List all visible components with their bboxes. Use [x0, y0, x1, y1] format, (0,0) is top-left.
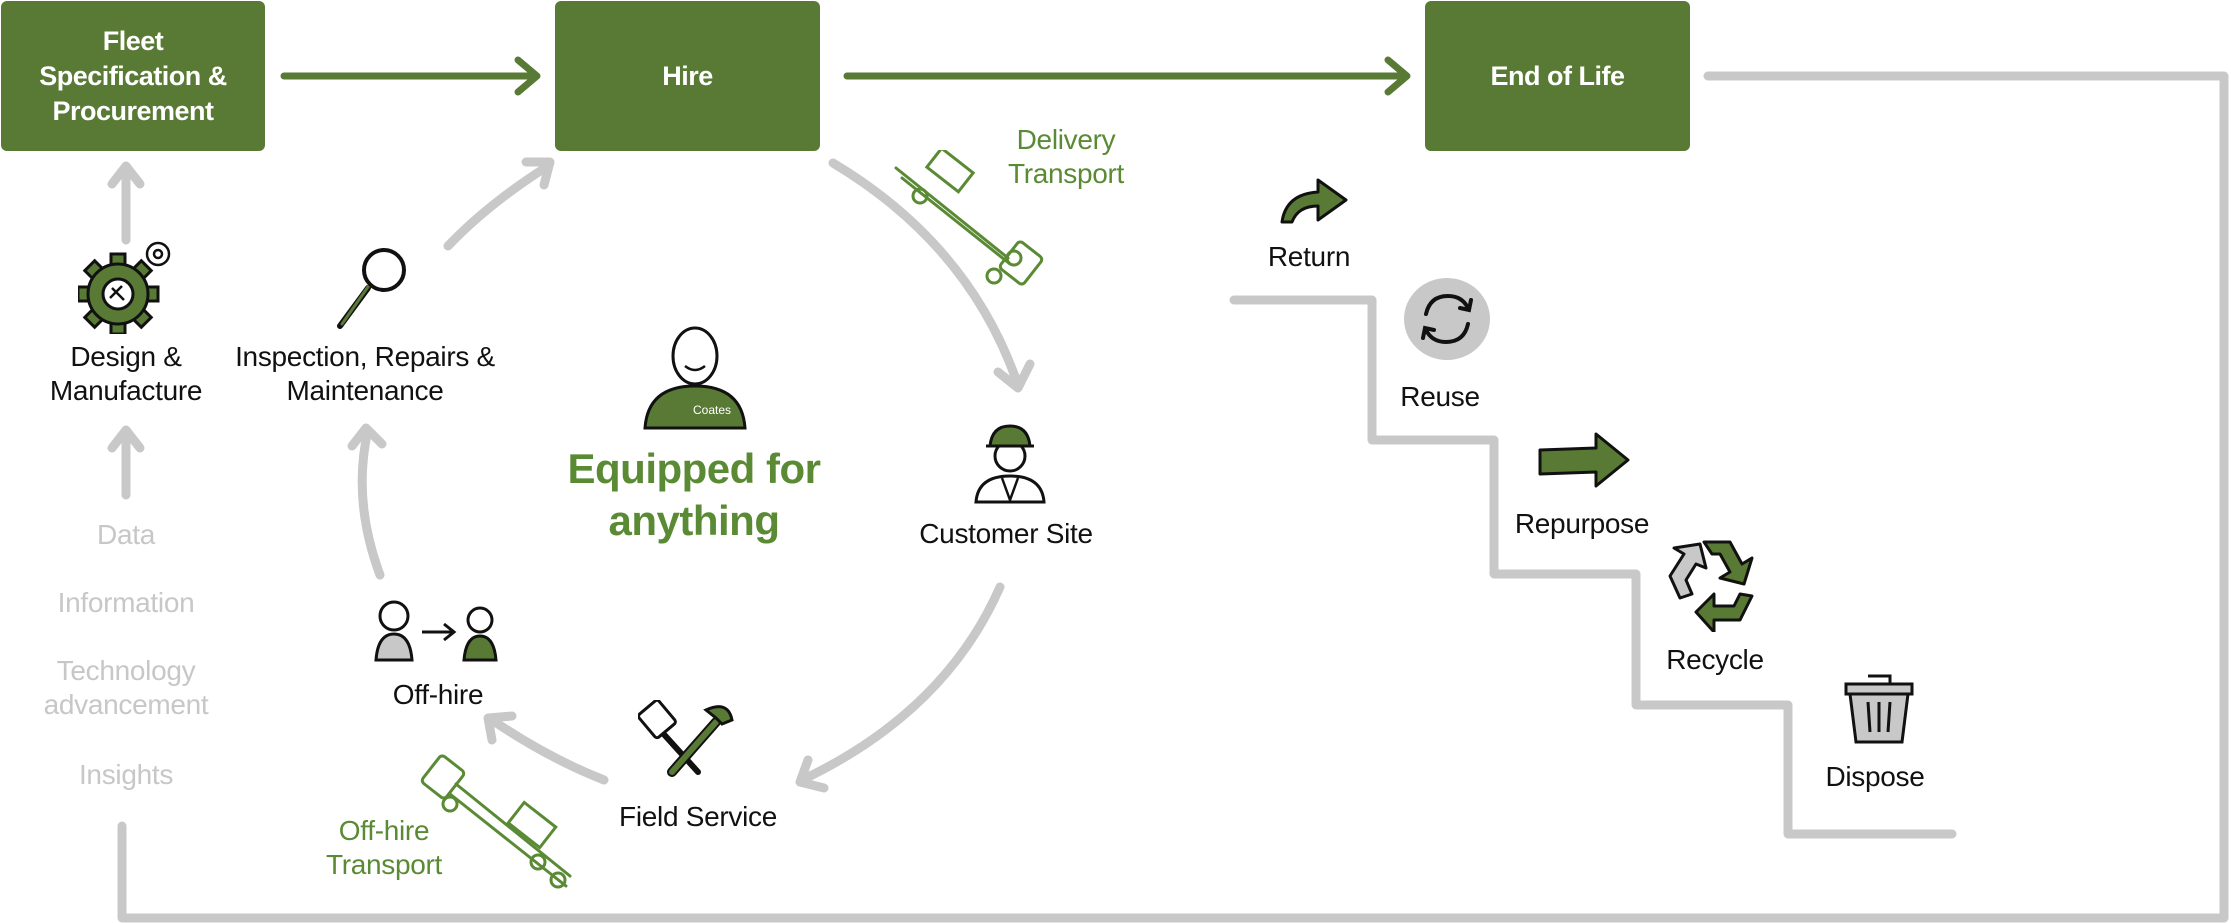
badge-text: Coates	[693, 403, 731, 417]
reuse-label: Reuse	[1400, 381, 1480, 412]
input-information: Information	[57, 587, 195, 618]
stage-hire: Hire	[555, 1, 820, 151]
magnifier-icon	[337, 248, 406, 329]
recycle-icon	[1668, 540, 1754, 632]
off-hire-label: Off-hire	[392, 679, 484, 710]
delivery-truck-icon	[894, 150, 1044, 286]
off-hire-transport-label: Off-hire Transport	[325, 815, 443, 880]
customer-site-label: Customer Site	[919, 518, 1093, 549]
recycle-label: Recycle	[1666, 644, 1764, 675]
input-technology: Technology advancement	[43, 655, 209, 720]
delivery-transport-label: Delivery Transport	[1007, 124, 1125, 189]
stage-label: End of Life	[1490, 60, 1625, 91]
bin-icon	[1844, 674, 1914, 744]
repurpose-label: Repurpose	[1514, 508, 1650, 539]
input-insights: Insights	[78, 759, 174, 790]
off-hire-truck-icon	[420, 754, 572, 889]
handover-icon	[374, 600, 498, 662]
tagline: Equipped for anything	[567, 445, 821, 544]
curved-arrow-icon	[1280, 178, 1348, 224]
gear-icon	[78, 241, 171, 334]
tools-icon	[638, 700, 734, 777]
person-icon: Coates	[643, 326, 747, 430]
stage-fleet-procurement: Fleet Specification & Procurement	[1, 1, 265, 151]
inspection-label: Inspection, Repairs & Maintenance	[235, 341, 495, 406]
stage-label: Fleet Specification & Procurement	[39, 25, 227, 126]
stage-label: Hire	[662, 60, 713, 91]
stage-end-of-life: End of Life	[1425, 1, 1690, 151]
refresh-icon	[1404, 278, 1490, 360]
return-label: Return	[1267, 241, 1351, 272]
arrow-right-icon	[1538, 432, 1630, 488]
dispose-label: Dispose	[1825, 761, 1925, 792]
input-data: Data	[97, 519, 155, 550]
field-service-label: Field Service	[619, 801, 777, 832]
construction-worker-icon	[974, 424, 1046, 504]
design-manufacture-label: Design & Manufacture	[49, 341, 203, 406]
